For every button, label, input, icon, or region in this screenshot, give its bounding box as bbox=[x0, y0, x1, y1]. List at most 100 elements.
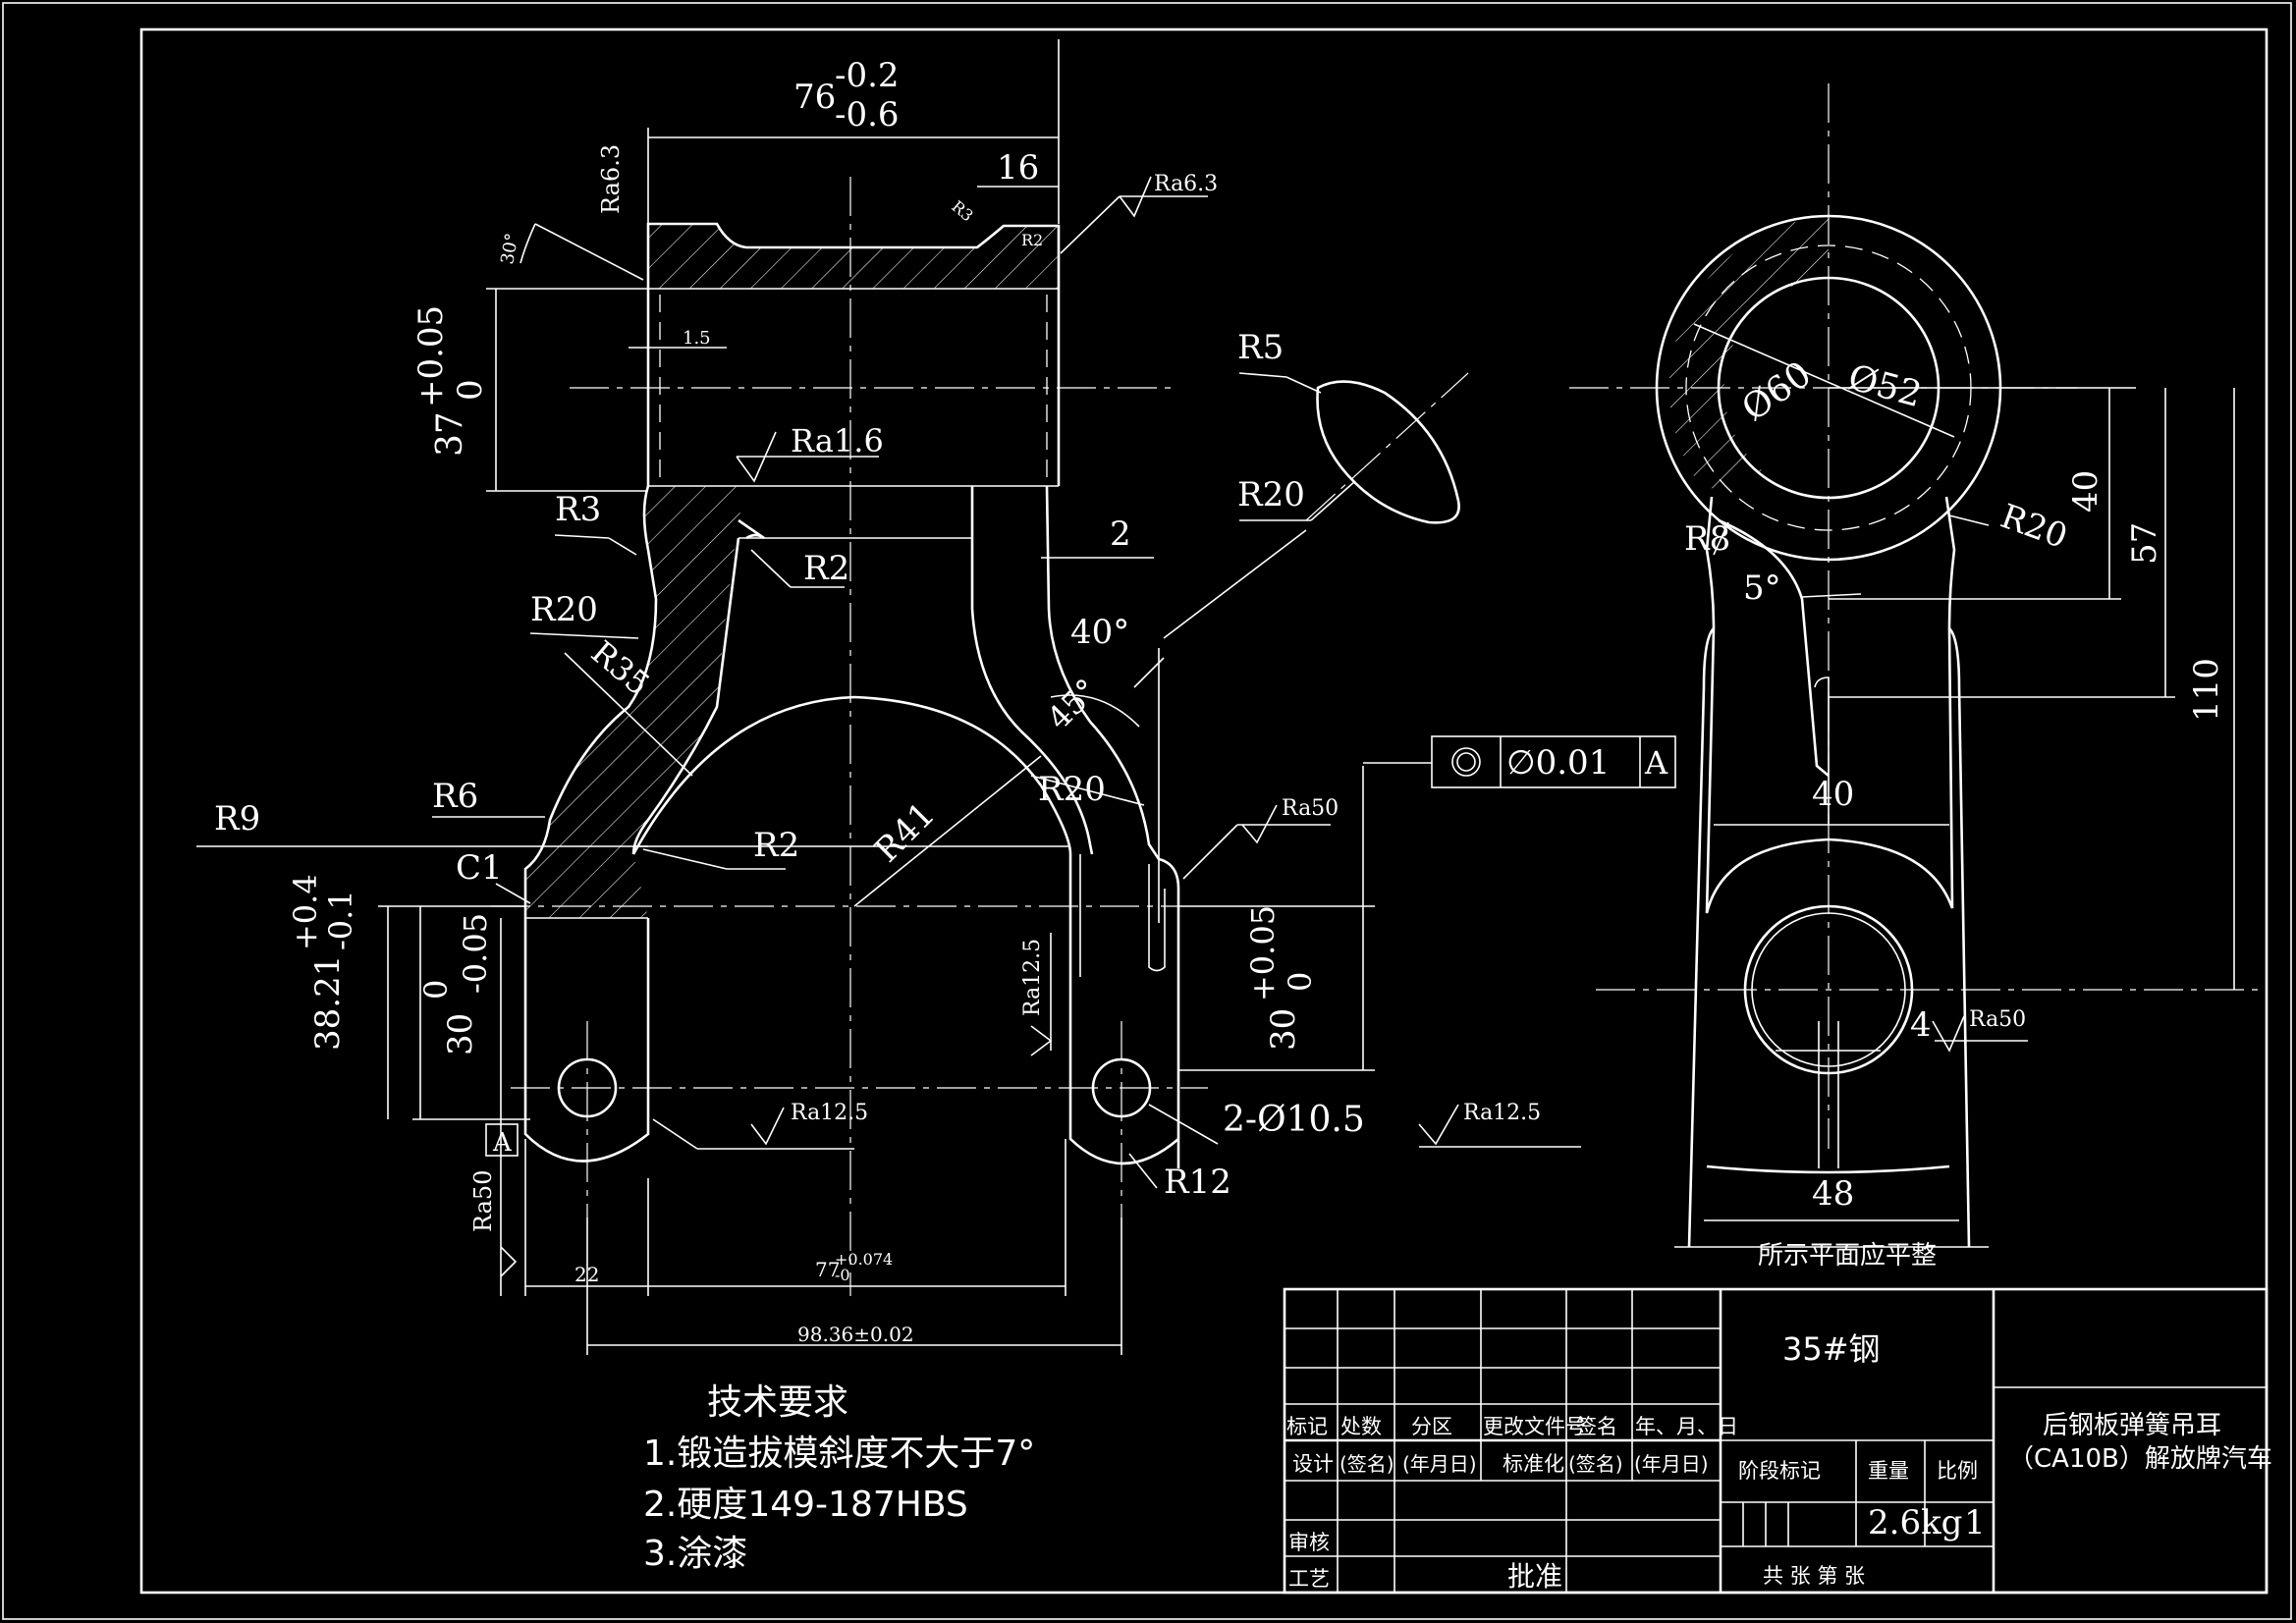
svg-text:Ra50: Ra50 bbox=[1282, 796, 1339, 821]
svg-text:0: 0 bbox=[417, 980, 455, 1000]
svg-text:30°: 30° bbox=[497, 232, 522, 266]
svg-text:R8: R8 bbox=[1684, 519, 1730, 559]
svg-text:4: 4 bbox=[1910, 1005, 1932, 1045]
svg-text:1.5: 1.5 bbox=[683, 328, 711, 349]
inner-frame bbox=[139, 27, 2269, 1595]
scale-value: 1 bbox=[1964, 1503, 1986, 1542]
svg-text:更改文件号: 更改文件号 bbox=[1483, 1415, 1586, 1438]
svg-text:重量: 重量 bbox=[1868, 1459, 1909, 1483]
svg-text:30: 30 bbox=[1264, 1008, 1303, 1051]
roughness-ra16: Ra1.6 bbox=[791, 422, 884, 460]
svg-text:(年月日): (年月日) bbox=[1402, 1452, 1477, 1476]
svg-text:110: 110 bbox=[2187, 658, 2226, 722]
svg-text:-0.6: -0.6 bbox=[835, 95, 900, 135]
svg-text:R9: R9 bbox=[214, 799, 260, 839]
tech-req-heading: 技术要求 bbox=[707, 1382, 848, 1423]
svg-text:40: 40 bbox=[1812, 775, 1854, 814]
svg-text:C1: C1 bbox=[456, 848, 503, 888]
part-name-line1: 后钢板弹簧吊耳 bbox=[2043, 1411, 2221, 1440]
note-flat-surface: 所示平面应平整 bbox=[1758, 1241, 1937, 1271]
svg-text:处数: 处数 bbox=[1340, 1415, 1382, 1438]
svg-text:阶段标记: 阶段标记 bbox=[1738, 1459, 1821, 1483]
svg-text:∅0.01: ∅0.01 bbox=[1506, 743, 1610, 783]
tech-req-item: 3.涂漆 bbox=[643, 1534, 747, 1574]
svg-text:审核: 审核 bbox=[1288, 1531, 1330, 1554]
svg-text:R20: R20 bbox=[530, 590, 598, 629]
svg-text:批准: 批准 bbox=[1507, 1560, 1562, 1593]
roughness-ra50-side: Ra50 bbox=[1969, 1007, 2026, 1032]
svg-text:比例: 比例 bbox=[1937, 1459, 1978, 1483]
dim-9836: 98.36±0.02 bbox=[797, 1323, 914, 1346]
svg-text:-0.2: -0.2 bbox=[835, 56, 900, 95]
svg-text:Ra12.5: Ra12.5 bbox=[1020, 939, 1045, 1016]
svg-text:签名: 签名 bbox=[1576, 1415, 1617, 1438]
svg-text:R6: R6 bbox=[432, 777, 478, 816]
top-boss-section bbox=[648, 224, 1059, 289]
svg-text:Ra12.5: Ra12.5 bbox=[791, 1101, 868, 1125]
material: 35#钢 bbox=[1782, 1330, 1881, 1368]
svg-text:R2: R2 bbox=[803, 549, 849, 588]
svg-text:Ra50: Ra50 bbox=[469, 1170, 497, 1232]
label-r20-section: R20 bbox=[1237, 475, 1305, 514]
svg-text:+0.05: +0.05 bbox=[411, 305, 451, 407]
svg-text:设计: 设计 bbox=[1292, 1452, 1334, 1476]
svg-text:+0.074: +0.074 bbox=[835, 1250, 893, 1269]
svg-text:R2: R2 bbox=[753, 826, 799, 865]
tech-req-item: 2.硬度149-187HBS bbox=[643, 1485, 968, 1525]
title-block: 35#钢 后钢板弹簧吊耳 （CA10B）解放牌汽车 标记 处数 分区 更改文件号… bbox=[1283, 1287, 2272, 1595]
svg-text:工艺: 工艺 bbox=[1288, 1567, 1330, 1591]
svg-text:标记: 标记 bbox=[1286, 1415, 1328, 1438]
svg-text:R2: R2 bbox=[1021, 231, 1043, 249]
svg-text:分区: 分区 bbox=[1411, 1415, 1452, 1438]
svg-text:R20: R20 bbox=[1995, 497, 2072, 557]
section-view: R5 R20 bbox=[1237, 328, 1469, 524]
feature-control-frame: ∅0.01 A bbox=[1431, 735, 1676, 788]
dim-width-top: 76 bbox=[793, 78, 836, 117]
tech-req-item: 1.锻造拔模斜度不大于7° bbox=[643, 1434, 1035, 1474]
part-name-line2: （CA10B）解放牌汽车 bbox=[2008, 1444, 2272, 1474]
weight-value: 2.6kg bbox=[1868, 1503, 1962, 1542]
svg-text:A: A bbox=[1644, 744, 1668, 782]
svg-text:-0.05: -0.05 bbox=[457, 913, 494, 994]
svg-text:0: 0 bbox=[451, 379, 490, 401]
left-arm-section bbox=[525, 486, 746, 918]
svg-text:R3: R3 bbox=[948, 197, 976, 226]
label-r3: R3 bbox=[555, 490, 601, 529]
tech-requirements: 技术要求 1.锻造拔模斜度不大于7° 2.硬度149-187HBS 3.涂漆 bbox=[643, 1382, 1035, 1574]
svg-text:40°: 40° bbox=[1070, 613, 1129, 652]
roughness-ra63-left: Ra6.3 bbox=[597, 144, 625, 214]
svg-text:年、月、日: 年、月、日 bbox=[1635, 1415, 1738, 1438]
dim-3821: 38.21 bbox=[308, 955, 348, 1051]
label-phi60: Ø60 bbox=[1735, 354, 1819, 430]
svg-text:Ra12.5: Ra12.5 bbox=[1463, 1101, 1541, 1125]
datum-a-label: A bbox=[492, 1128, 513, 1158]
svg-text:77: 77 bbox=[815, 1258, 840, 1281]
label-r41: R41 bbox=[867, 794, 943, 870]
svg-text:共 张 第 张: 共 张 第 张 bbox=[1763, 1564, 1865, 1588]
roughness-ra63-right: Ra6.3 bbox=[1154, 172, 1218, 196]
svg-text:(签名): (签名) bbox=[1568, 1452, 1623, 1476]
svg-text:48: 48 bbox=[1812, 1174, 1854, 1214]
dim-37: 37 bbox=[430, 411, 470, 457]
dim-16: 16 bbox=[997, 148, 1039, 188]
label-holes: 2-Ø10.5 bbox=[1223, 1100, 1365, 1140]
svg-text:(签名): (签名) bbox=[1339, 1452, 1394, 1476]
svg-text:-0: -0 bbox=[835, 1266, 850, 1284]
svg-text:40: 40 bbox=[2066, 470, 2105, 513]
svg-text:R12: R12 bbox=[1164, 1163, 1231, 1202]
svg-text:标准化: 标准化 bbox=[1503, 1452, 1564, 1476]
svg-text:0: 0 bbox=[1282, 972, 1319, 992]
svg-text:(年月日): (年月日) bbox=[1634, 1452, 1709, 1476]
svg-text:57: 57 bbox=[2125, 522, 2164, 565]
label-r5: R5 bbox=[1237, 328, 1284, 367]
svg-text:30: 30 bbox=[441, 1013, 480, 1055]
svg-text:+0.4: +0.4 bbox=[287, 874, 324, 950]
svg-text:-0.1: -0.1 bbox=[322, 890, 359, 950]
svg-text:2: 2 bbox=[1110, 514, 1131, 554]
svg-text:R20: R20 bbox=[1038, 770, 1106, 809]
side-view: Ø60 Ø52 R8 R20 40 57 110 5° 40 4 Ra50 48… bbox=[1569, 83, 2259, 1271]
svg-text:5°: 5° bbox=[1743, 568, 1781, 608]
svg-text:+0.05: +0.05 bbox=[1244, 905, 1282, 1001]
